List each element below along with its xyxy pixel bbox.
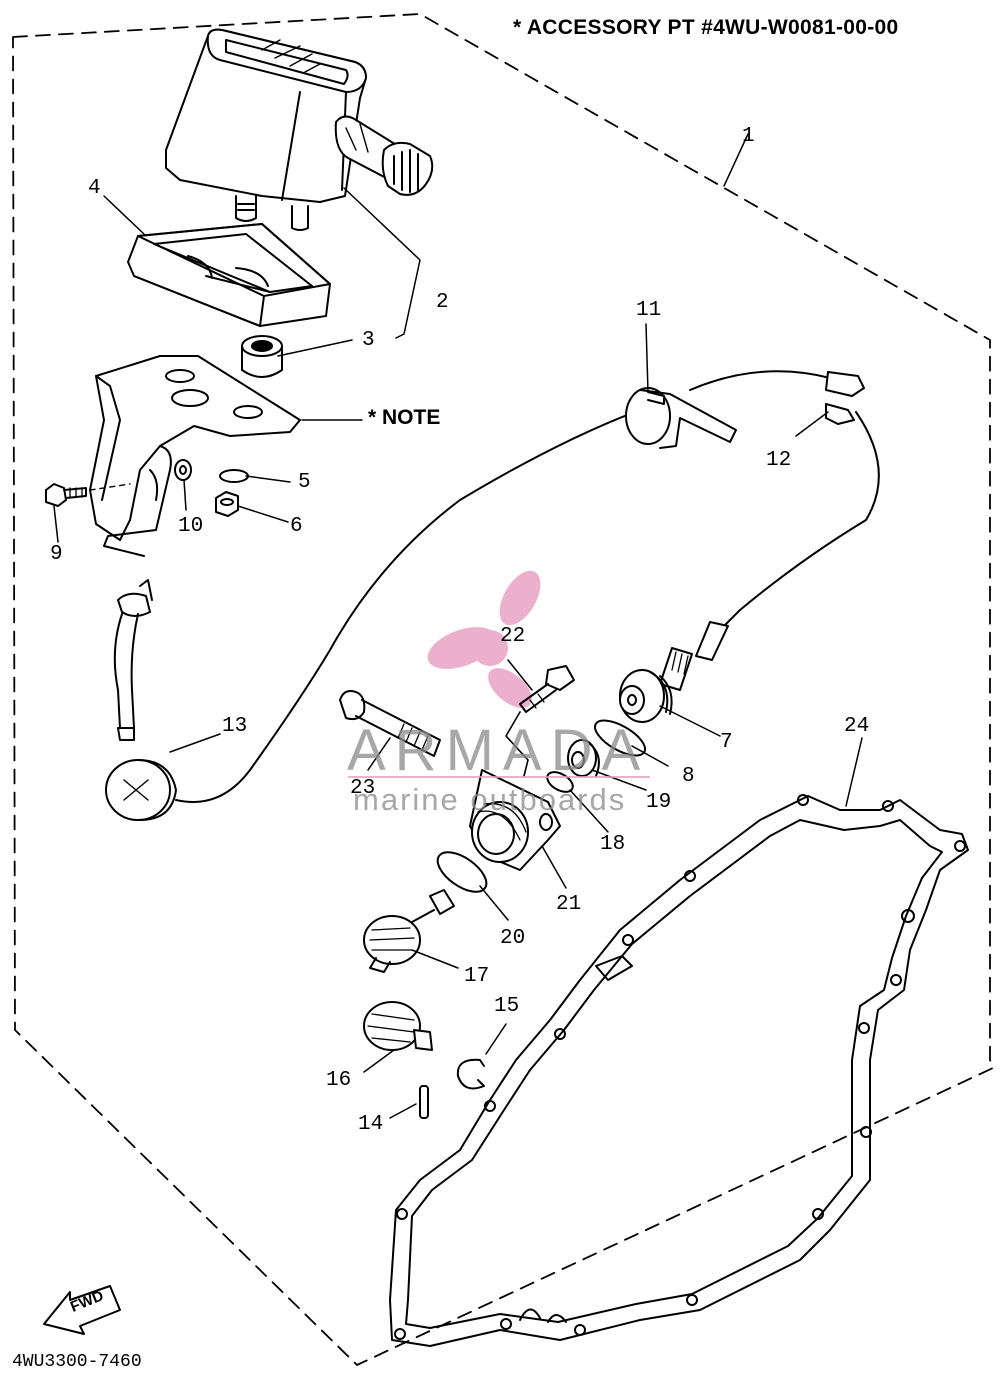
- watermark-title: ARMADA: [347, 718, 650, 783]
- watermark-underline: [348, 776, 650, 778]
- grommet: [241, 335, 283, 378]
- callout-12: 12: [766, 449, 792, 472]
- cable-clamp: [625, 370, 831, 449]
- drive-gear: [363, 1001, 433, 1051]
- bracket-plate: [127, 223, 331, 327]
- washer: [219, 469, 249, 483]
- callout-20: 20: [500, 927, 526, 950]
- pin: [419, 1085, 429, 1119]
- callout-10: 10: [178, 515, 204, 538]
- o-ring-20: [436, 851, 488, 893]
- diagram-code: 4WU3300-7460: [12, 1352, 142, 1372]
- callout-7: 7: [720, 731, 733, 754]
- bolt-22: [505, 665, 575, 777]
- callout-23: 23: [350, 777, 376, 800]
- meter-unit: [165, 28, 434, 231]
- callout-22: 22: [500, 625, 526, 648]
- accessory-boundary: [12, 13, 994, 1366]
- callout-3: 3: [362, 329, 375, 352]
- cable-clip: [721, 371, 880, 629]
- nut: [215, 491, 239, 517]
- callout-6: 6: [290, 515, 303, 538]
- cable-sleeve: [619, 621, 729, 723]
- gear-housing: [469, 769, 561, 871]
- washer-18: [546, 771, 574, 793]
- watermark-subtitle: marine outboards: [353, 782, 627, 817]
- callout-2: 2: [436, 291, 449, 314]
- meter-cable: [105, 409, 641, 821]
- callout-18: 18: [600, 833, 626, 856]
- callout-4: 4: [88, 177, 101, 200]
- accessory-header: * ACCESSORY PT #4WU-W0081-00-00: [513, 16, 899, 39]
- callout-14: 14: [358, 1113, 384, 1136]
- callout-8: 8: [682, 765, 695, 788]
- callout-15: 15: [494, 995, 520, 1018]
- callout-5: 5: [298, 471, 311, 494]
- callout-17: 17: [464, 965, 490, 988]
- callout-1: 1: [742, 125, 755, 148]
- bolt-23: [339, 690, 441, 757]
- gasket: [389, 794, 969, 1347]
- watermark-propeller-icon: [427, 570, 541, 708]
- washer-10: [174, 459, 192, 481]
- callout-21: 21: [556, 893, 582, 916]
- note-label: * NOTE: [368, 406, 441, 429]
- bolt-9: [45, 483, 131, 507]
- callout-9: 9: [50, 543, 63, 566]
- callout-11: 11: [636, 299, 662, 322]
- callout-24: 24: [844, 715, 870, 738]
- seal-19: [567, 739, 600, 777]
- circlip: [456, 1058, 485, 1090]
- callout-13: 13: [222, 715, 248, 738]
- callout-16: 16: [326, 1069, 352, 1092]
- accessory-bracket: [89, 355, 301, 557]
- callout-19: 19: [646, 791, 672, 814]
- driven-gear: [363, 889, 455, 973]
- fwd-arrow-icon: [43, 1285, 121, 1335]
